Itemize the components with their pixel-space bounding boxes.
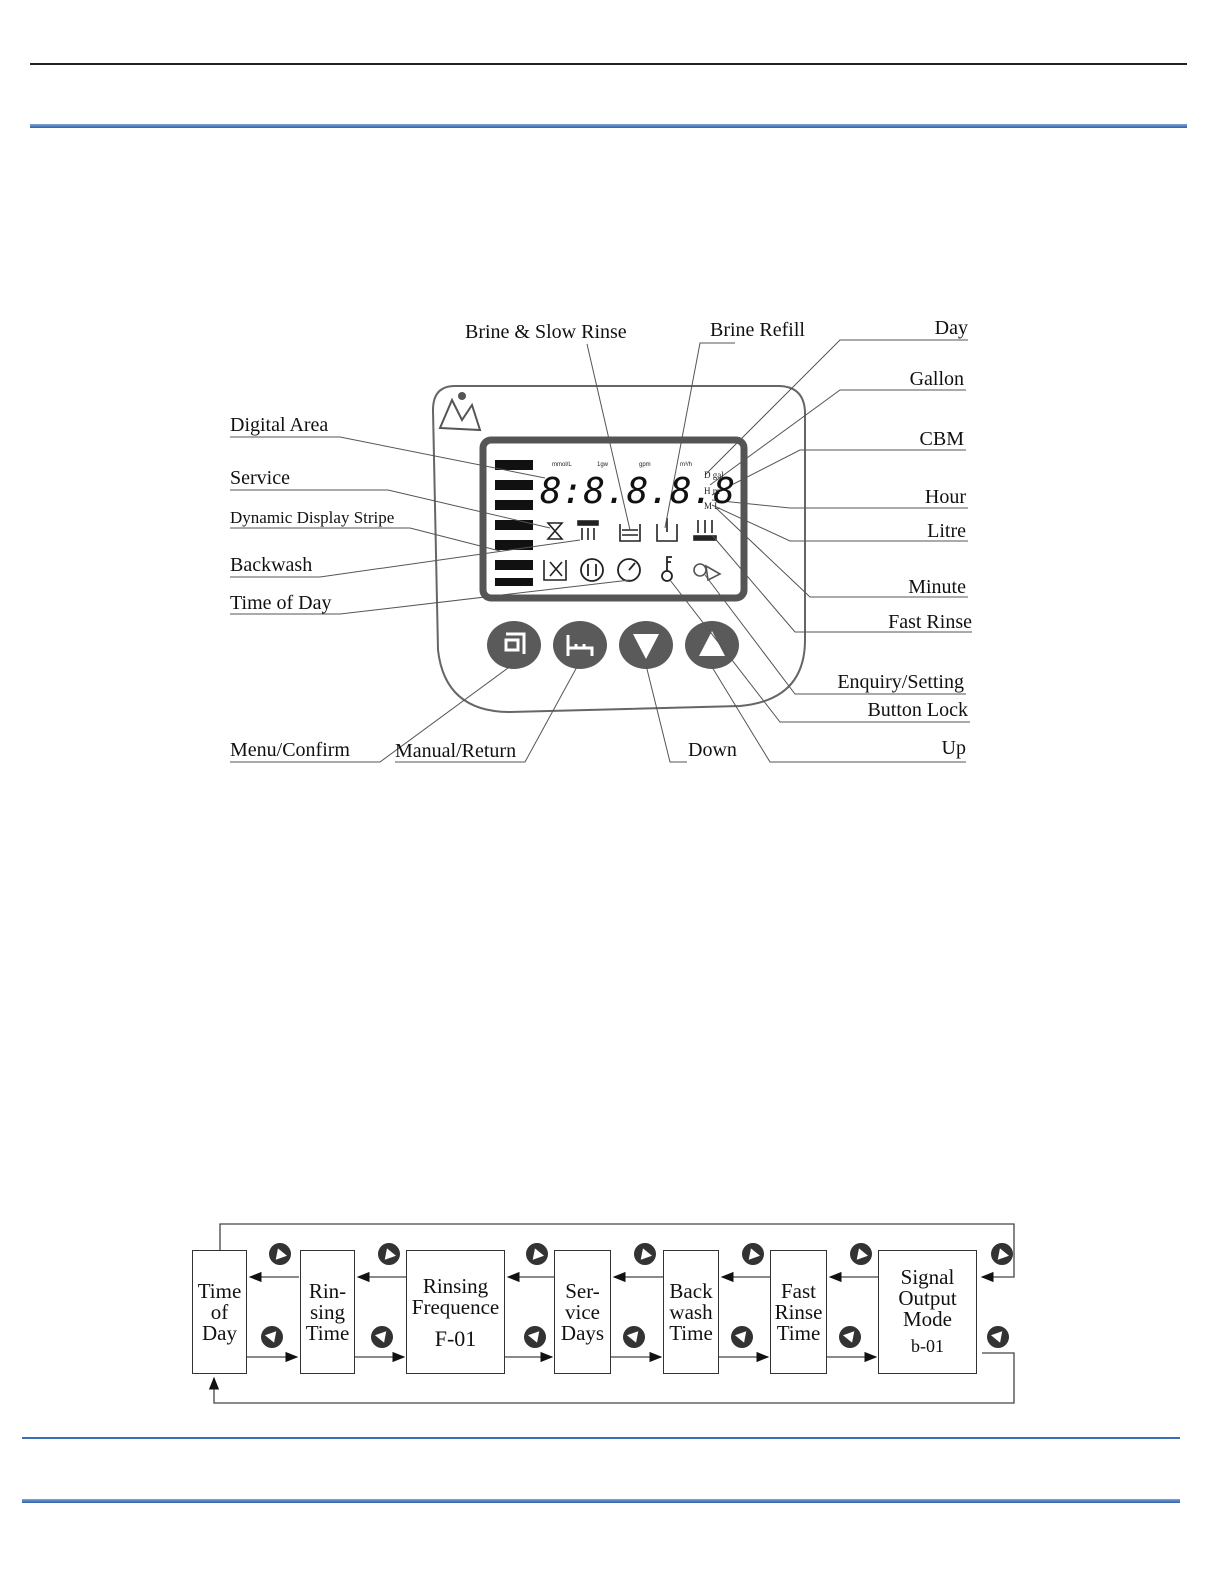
unit-tag-1gw: 1gw xyxy=(597,462,609,468)
label-enquiry-setting: Enquiry/Setting xyxy=(837,671,964,693)
rinsing-frequence-code: F-01 xyxy=(434,1325,477,1351)
flow-step-signal-output-mode: Signal Output Mode b-01 xyxy=(878,1250,977,1374)
label-litre: Litre xyxy=(927,520,966,542)
label-manual-return: Manual/Return xyxy=(395,740,517,762)
dynamic-display-stripe xyxy=(495,460,533,586)
flow-step-fast-rinse-time: Fast Rinse Time xyxy=(770,1250,827,1374)
down-button xyxy=(619,621,673,669)
label-menu-confirm: Menu/Confirm xyxy=(230,739,350,761)
label-gallon: Gallon xyxy=(909,368,964,390)
unit-tag-m3h: m³/h xyxy=(680,462,692,468)
flow-step-time-of-day: Time of Day xyxy=(192,1250,247,1374)
time-of-day-clock-icon xyxy=(617,558,641,582)
label-brine-slow-rinse: Brine & Slow Rinse xyxy=(465,321,627,343)
unit-minute-litre: M L xyxy=(704,501,720,511)
down-arrow-icon xyxy=(727,1322,757,1352)
lcd-frame xyxy=(479,436,748,602)
control-panel-diagram: 8:8.8.8.8 mmol/L 1gw gpm m³/h D gal H m³… xyxy=(230,339,972,763)
down-arrow-icon xyxy=(367,1322,397,1352)
label-time-of-day: Time of Day xyxy=(230,592,332,614)
down-arrow-icon xyxy=(835,1322,865,1352)
leader-lines xyxy=(230,339,972,763)
up-arrow-icon xyxy=(522,1239,552,1269)
up-arrow-icon xyxy=(738,1239,768,1269)
manual-return-button xyxy=(553,621,607,669)
label-dynamic-display-stripe: Dynamic Display Stripe xyxy=(230,508,395,527)
label-brine-refill: Brine Refill xyxy=(710,319,805,341)
digital-area-readout: 8:8.8.8.8 xyxy=(540,471,735,512)
up-arrow-icon xyxy=(987,1239,1017,1269)
label-day: Day xyxy=(934,317,968,339)
unit-hour-cbm: H m³ xyxy=(704,486,723,496)
service-hourglass-icon xyxy=(546,522,564,540)
up-arrow-icon xyxy=(846,1239,876,1269)
down-arrow-icon xyxy=(619,1322,649,1352)
label-button-lock: Button Lock xyxy=(867,699,968,721)
fast-rinse-icon xyxy=(693,520,717,541)
backwash-tank-icon xyxy=(543,560,567,581)
label-backwash: Backwash xyxy=(230,554,313,576)
unit-tag-gpm: gpm xyxy=(639,462,651,468)
pause-icon xyxy=(580,558,604,582)
label-fast-rinse: Fast Rinse xyxy=(888,611,972,633)
label-service: Service xyxy=(230,467,290,489)
menu-confirm-button xyxy=(487,621,541,669)
down-arrow-icon xyxy=(257,1322,287,1352)
down-arrow-icon xyxy=(520,1322,550,1352)
header-rule-top xyxy=(30,63,1187,65)
header-rule-blue xyxy=(30,124,1187,128)
backwash-icon xyxy=(577,520,599,540)
unit-tag-mmol: mmol/L xyxy=(552,462,572,468)
up-arrow-icon xyxy=(374,1239,404,1269)
label-hour: Hour xyxy=(924,486,966,508)
up-arrow-icon xyxy=(265,1239,295,1269)
label-minute: Minute xyxy=(908,576,966,598)
down-arrow-icon xyxy=(983,1322,1013,1352)
enquiry-setting-icon xyxy=(693,563,722,582)
flow-step-rinsing-time: Rin- sing Time xyxy=(300,1250,355,1374)
label-up: Up xyxy=(941,737,966,759)
footer-rule-blue xyxy=(22,1499,1180,1503)
brine-refill-icon xyxy=(656,518,678,542)
label-digital-area: Digital Area xyxy=(230,414,329,436)
flow-step-service-days: Ser- vice Days xyxy=(554,1250,611,1374)
unit-day-gal: D gal xyxy=(704,470,724,480)
label-down: Down xyxy=(688,739,737,761)
signal-output-mode-code: b-01 xyxy=(911,1336,944,1356)
button-lock-key-icon xyxy=(661,556,673,582)
flow-step-rinsing-frequence: Rinsing Frequence F-01 xyxy=(406,1250,505,1374)
up-arrow-icon xyxy=(630,1239,660,1269)
up-button xyxy=(685,621,739,669)
brand-logo-icon xyxy=(438,392,482,432)
flow-step-backwash-time: Back wash Time xyxy=(663,1250,719,1374)
label-cbm: CBM xyxy=(919,428,964,450)
footer-rule-thin xyxy=(22,1437,1180,1439)
